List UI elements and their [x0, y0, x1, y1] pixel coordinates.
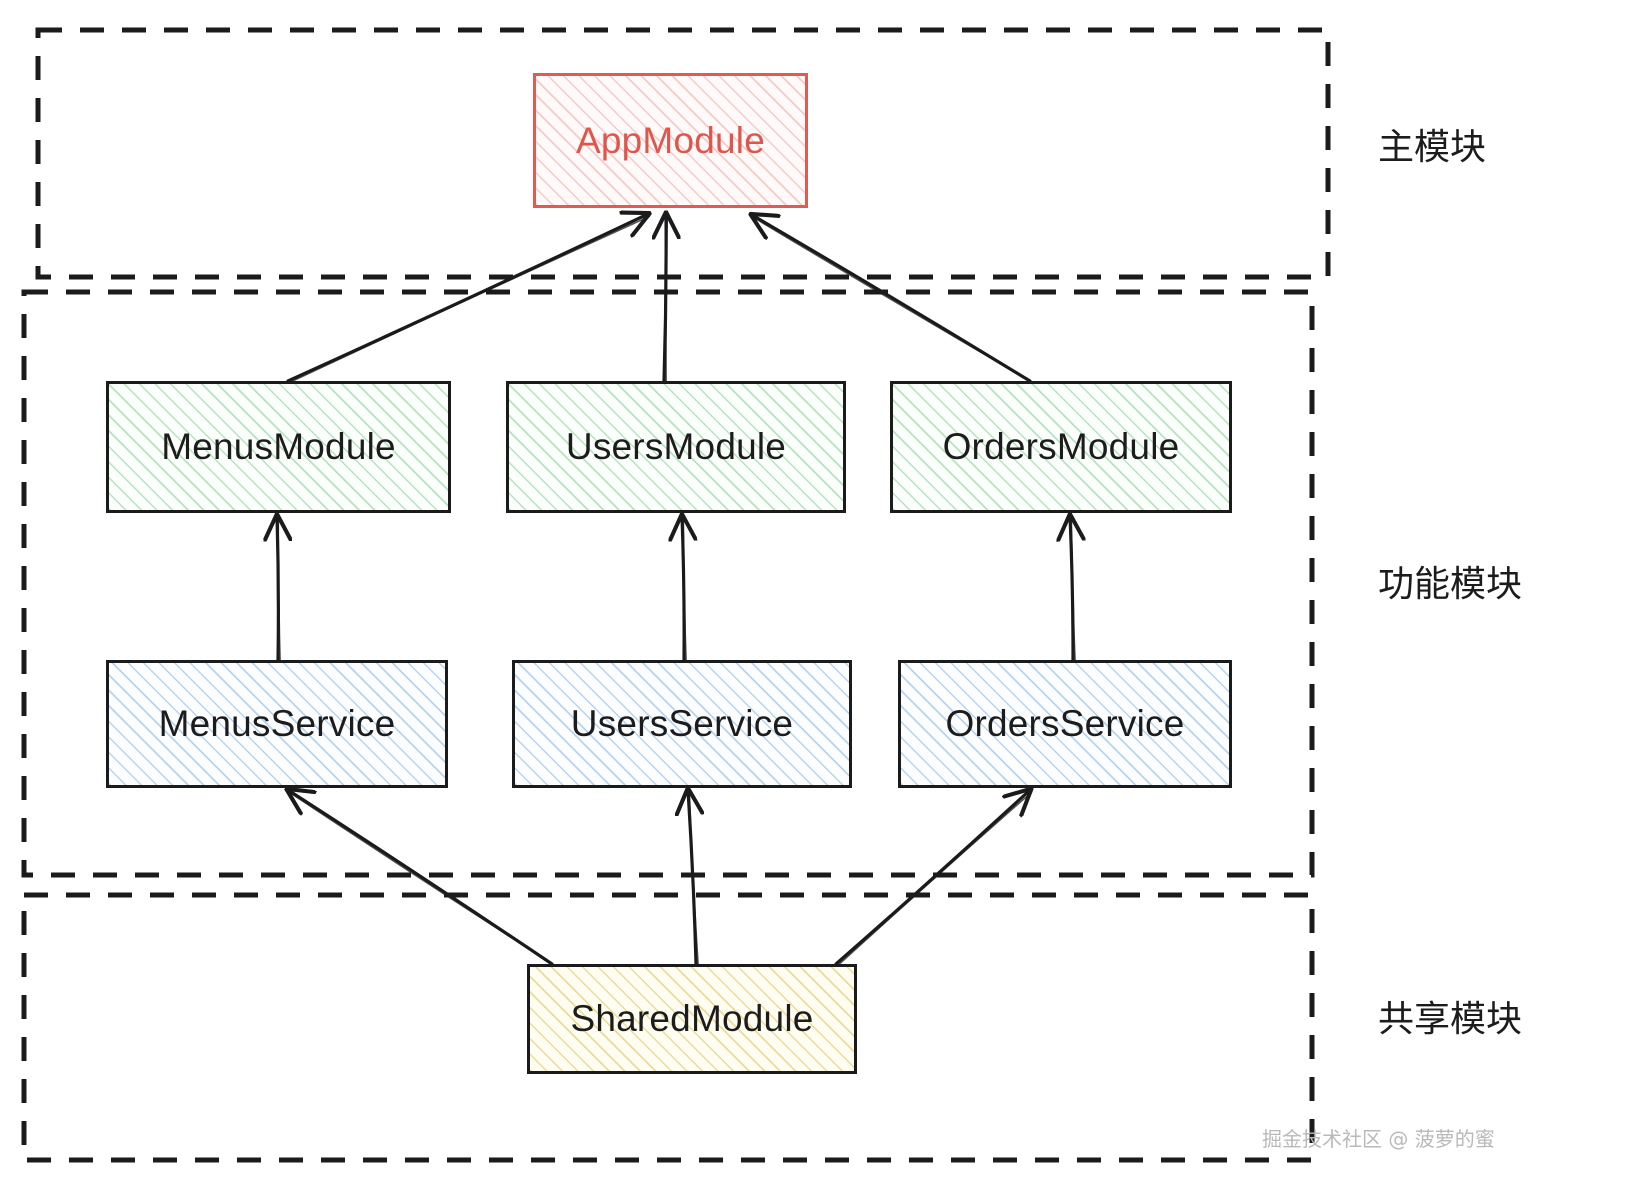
- zone-boundary-shared: [21, 892, 1315, 1163]
- node-label-menus-module: MenusModule: [161, 426, 396, 467]
- zone-label-feature: 功能模块: [1378, 564, 1523, 605]
- node-label-users-module: UsersModule: [565, 426, 787, 467]
- arrow-shared-module-to-menus-service: [288, 790, 555, 966]
- zone-boundaries: [21, 27, 1331, 1163]
- node-users-service[interactable]: UsersService: [512, 660, 852, 788]
- node-orders-service[interactable]: OrdersService: [898, 660, 1232, 788]
- zone-label-shared: 共享模块: [1378, 999, 1523, 1040]
- node-menus-module[interactable]: MenusModule: [106, 381, 451, 513]
- node-menus-service[interactable]: MenusService: [106, 660, 448, 788]
- node-label-menus-service: MenusService: [158, 703, 396, 744]
- arrow-orders-service-to-orders-module: [1070, 516, 1075, 662]
- node-users-module[interactable]: UsersModule: [506, 381, 846, 513]
- zone-boundary-feature: [21, 289, 1315, 878]
- arrow-menus-service-to-menus-module: [277, 516, 280, 662]
- node-shared-module[interactable]: SharedModule: [527, 964, 857, 1074]
- dependency-arrows: [277, 214, 1075, 966]
- arrow-shared-module-to-users-service: [688, 790, 698, 966]
- arrow-menus-module-to-app-module: [286, 214, 649, 383]
- node-label-app-module: AppModule: [576, 119, 765, 161]
- zone-boundary-main: [35, 27, 1331, 280]
- arrow-orders-module-to-app-module: [752, 215, 1033, 383]
- node-orders-module[interactable]: OrdersModule: [890, 381, 1232, 513]
- node-label-orders-module: OrdersModule: [942, 426, 1180, 467]
- zone-label-main: 主模块: [1378, 127, 1487, 168]
- watermark: 掘金技术社区 @ 菠萝的蜜: [1262, 1127, 1495, 1151]
- node-label-shared-module: SharedModule: [570, 998, 814, 1039]
- arrow-shared-module-to-orders-service: [834, 790, 1031, 966]
- node-label-orders-service: OrdersService: [945, 703, 1185, 744]
- arrow-users-service-to-users-module: [682, 516, 686, 662]
- node-app-module[interactable]: AppModule: [533, 73, 808, 208]
- arrow-users-module-to-app-module: [664, 214, 667, 383]
- node-label-users-service: UsersService: [570, 703, 794, 744]
